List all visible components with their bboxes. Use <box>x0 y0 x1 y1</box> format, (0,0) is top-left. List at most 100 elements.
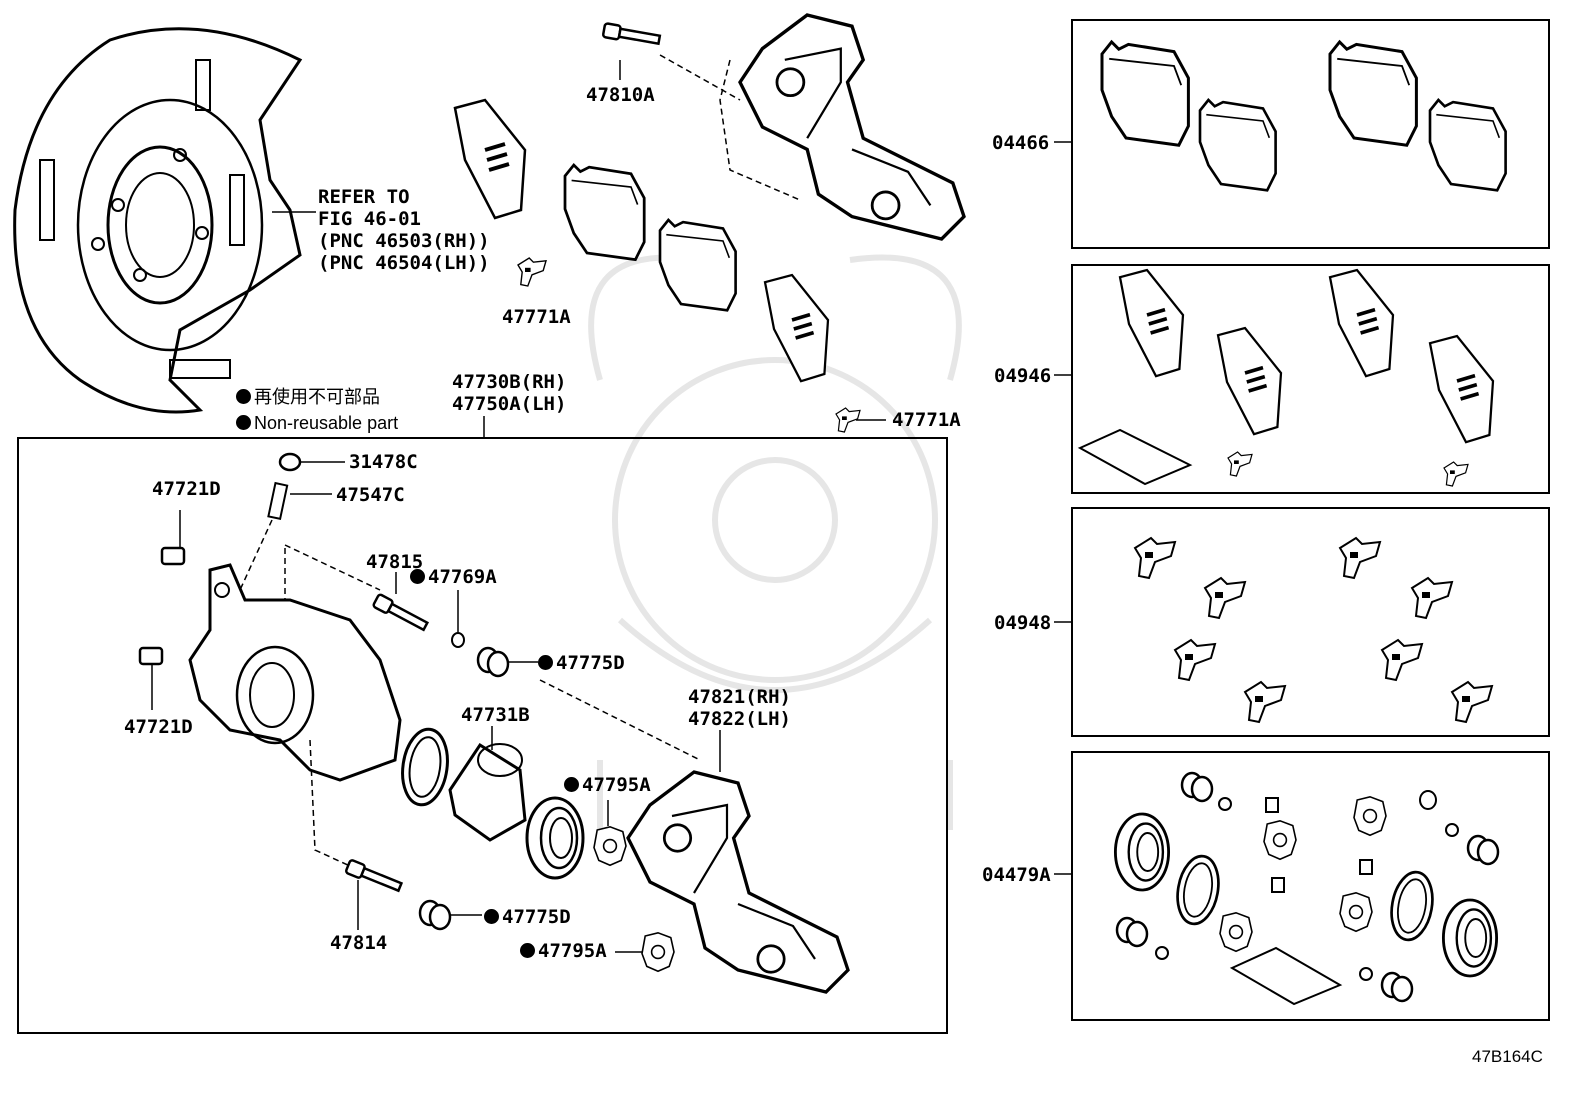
part-label-47771A-top: 47771A <box>502 306 571 328</box>
part-label-47795A-bottom: 47795A <box>520 940 607 962</box>
kit-04479A-ring-1 <box>1171 851 1225 929</box>
kit-04948-clip-5 <box>1339 537 1381 579</box>
kit-04466-pad-3 <box>1328 40 1418 147</box>
boot-47775D-bottom <box>418 899 452 931</box>
non-reusable-dot-icon <box>538 655 553 670</box>
piston-47731B <box>448 726 527 842</box>
non-reusable-dot-icon <box>410 569 425 584</box>
part-label-47795A-top: 47795A <box>564 774 651 796</box>
refer-line-2: FIG 46-01 <box>318 208 421 230</box>
top-caliper-bracket <box>738 13 966 241</box>
bolt-47810A <box>601 21 662 48</box>
pin-47815 <box>371 592 430 634</box>
kit-04479A-bushing-4 <box>1359 967 1373 981</box>
bleeder-cap-31478C <box>278 452 345 472</box>
dust-cover-backing-plate <box>13 27 316 414</box>
part-label-47815: 47815 <box>366 551 424 573</box>
part-label-47821: 47821(RH) <box>688 686 791 708</box>
seal-ring <box>396 724 454 810</box>
watermark-emblem <box>588 254 962 830</box>
kit-04479A-washer-3 <box>1339 891 1373 933</box>
kit-04948-clip-4 <box>1244 681 1286 723</box>
caliper-body <box>188 563 402 782</box>
caliper-assembly-box <box>17 437 948 1034</box>
kit-box-04479A <box>1071 751 1550 1021</box>
part-label-47721D-top: 47721D <box>152 478 221 500</box>
kit-04479A-boot-1 <box>1113 812 1171 892</box>
kit-04946-shim-1 <box>1118 268 1185 379</box>
kit-label-04946: 04946 <box>994 365 1052 387</box>
part-label-47547C: 47547C <box>336 484 405 506</box>
kit-04479A-grease-packet <box>1229 946 1343 1006</box>
kit-04479A-washer-4 <box>1219 911 1253 953</box>
kit-04948-clip-2 <box>1204 577 1246 619</box>
top-shim-right <box>763 273 830 384</box>
kit-label-04466: 04466 <box>992 132 1050 154</box>
kit-label-04948: 04948 <box>994 612 1052 634</box>
bolt-47721D-bottom <box>138 646 164 710</box>
kit-04948-clip-7 <box>1381 639 1423 681</box>
kit-box-04946 <box>1071 264 1550 494</box>
kit-04479A-plug-1 <box>1265 797 1279 813</box>
legend-english: Non-reusable part <box>236 412 398 434</box>
kit-04948-clip-1 <box>1134 537 1176 579</box>
kit-04479A-plug-2 <box>1271 877 1285 893</box>
part-label-47771A-right: 47771A <box>892 409 961 431</box>
kit-04479A-bushing-3 <box>1155 946 1169 960</box>
kit-04479A-boot-2 <box>1441 898 1499 978</box>
kit-04946-grease-packet <box>1077 428 1193 486</box>
washer-47795A-top <box>593 825 627 867</box>
washer-47795A-bottom <box>641 931 675 973</box>
part-label-47730B: 47730B(RH) <box>452 371 567 393</box>
kit-04479A-cap-4 <box>1380 971 1414 1003</box>
non-reusable-dot-icon <box>520 943 535 958</box>
kit-04479A-washer-1 <box>1263 819 1297 861</box>
kit-04466-pad-2 <box>1198 98 1277 192</box>
part-label-47775D-top: 47775D <box>538 652 625 674</box>
part-label-47814: 47814 <box>330 932 388 954</box>
kit-04946-clip-1 <box>1227 451 1253 477</box>
legend-bullet-icon <box>236 389 251 404</box>
refer-line-4: (PNC 46504(LH)) <box>318 252 490 274</box>
leader-caliper-dashed <box>239 519 701 867</box>
kit-label-04479A: 04479A <box>982 864 1051 886</box>
bushing-47769A <box>451 590 465 648</box>
kit-box-04466 <box>1071 19 1550 249</box>
kit-04479A-ring-2 <box>1385 867 1439 945</box>
part-label-47731B: 47731B <box>461 704 530 726</box>
top-shim-left <box>453 98 527 220</box>
legend-japanese: 再使用不可部品 <box>236 386 380 408</box>
non-reusable-dot-icon <box>564 777 579 792</box>
kit-04479A-cap-3 <box>1466 834 1500 866</box>
bleeder-plug-47547C <box>267 481 332 521</box>
legend-bullet-icon <box>236 415 251 430</box>
leader-47810A-dashed <box>659 54 801 201</box>
kit-04479A-cap-2 <box>1115 916 1149 948</box>
kit-04948-clip-8 <box>1451 681 1493 723</box>
kit-04466-pad-1 <box>1100 40 1190 147</box>
kit-04946-shim-4 <box>1428 334 1495 445</box>
kit-04479A-washer-2 <box>1353 795 1387 837</box>
kit-04946-shim-3 <box>1328 268 1395 379</box>
part-label-47810A: 47810A <box>586 84 655 106</box>
part-label-47750A: 47750A(LH) <box>452 393 567 415</box>
kit-04466-pad-4 <box>1428 98 1507 192</box>
kit-04479A-bushing-1 <box>1218 797 1232 811</box>
kit-04479A-cap-1 <box>1180 771 1214 803</box>
kit-04479A-bushing-2 <box>1445 823 1459 837</box>
kit-04479A-bleeder-cap <box>1419 790 1437 810</box>
top-pad-2 <box>658 218 737 312</box>
kit-04948-clip-3 <box>1174 639 1216 681</box>
non-reusable-dot-icon <box>484 909 499 924</box>
kit-04946-shim-2 <box>1216 326 1283 437</box>
boot-47775D-top <box>476 646 510 678</box>
kit-04948-clip-6 <box>1411 577 1453 619</box>
bolt-47721D-top <box>160 510 186 566</box>
boot-large <box>525 796 585 880</box>
pin-47814 <box>344 858 404 895</box>
part-label-31478C: 31478C <box>349 451 418 473</box>
part-label-47822: 47822(LH) <box>688 708 791 730</box>
kit-04479A-plug-3 <box>1359 859 1373 875</box>
part-label-47769A: 47769A <box>410 566 497 588</box>
